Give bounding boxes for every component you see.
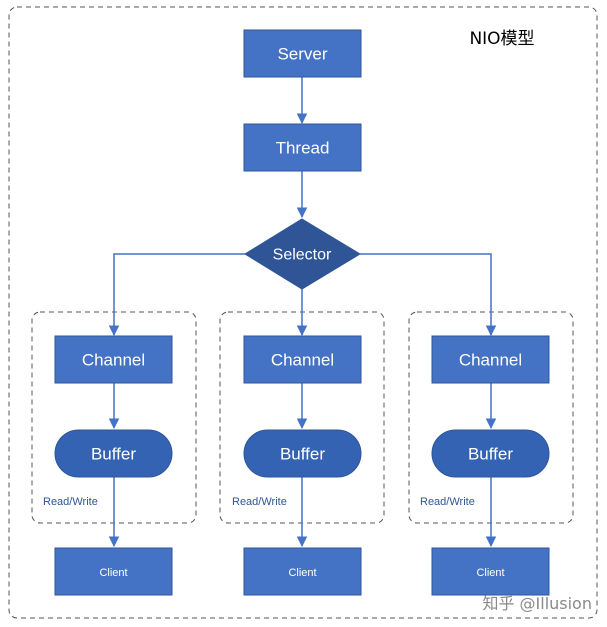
read-write-label-1: Read/Write xyxy=(43,496,98,508)
channel-column-1: Channel Buffer Read/Write Client xyxy=(43,335,173,596)
buffer-label-3: Buffer xyxy=(468,445,513,464)
client-label-1: Client xyxy=(99,567,127,579)
selector-node: Selector xyxy=(244,218,361,290)
watermark: 知乎 @Illusion xyxy=(482,594,592,613)
server-box xyxy=(243,29,362,78)
read-write-label-3: Read/Write xyxy=(420,496,475,508)
arrow-selector-channel-1 xyxy=(108,253,245,337)
buffer-pill-3 xyxy=(431,429,550,478)
read-write-label-2: Read/Write xyxy=(232,496,287,508)
buffer-label-2: Buffer xyxy=(280,445,325,464)
channel-label-3: Channel xyxy=(459,351,522,370)
buffer-pill-2 xyxy=(243,429,362,478)
outer-dashed-frame xyxy=(8,6,598,619)
channel-box-3 xyxy=(431,335,550,384)
connectors xyxy=(108,77,497,548)
thread-box xyxy=(243,123,362,172)
channel-column-3: Channel Buffer Read/Write Client xyxy=(420,335,550,596)
channel-label-2: Channel xyxy=(271,351,334,370)
channel-label-1: Channel xyxy=(82,351,145,370)
client-box-3 xyxy=(431,547,550,596)
client-box-2 xyxy=(243,547,362,596)
server-label: Server xyxy=(277,45,327,64)
buffer-pill-1 xyxy=(54,429,173,478)
thread-label: Thread xyxy=(276,139,330,158)
channel-column-2: Channel Buffer Read/Write Client xyxy=(232,335,362,596)
arrow-selector-channel-3 xyxy=(360,253,497,337)
buffer-label-1: Buffer xyxy=(91,445,136,464)
selector-diamond xyxy=(244,218,361,290)
client-label-3: Client xyxy=(476,567,504,579)
diagram-title: NIO模型 xyxy=(469,29,534,49)
client-box-1 xyxy=(54,547,173,596)
selector-label: Selector xyxy=(273,247,332,264)
thread-node: Thread xyxy=(243,123,362,172)
server-node: Server xyxy=(243,29,362,78)
channel-box-2 xyxy=(243,335,362,384)
client-label-2: Client xyxy=(288,567,316,579)
channel-box-1 xyxy=(54,335,173,384)
